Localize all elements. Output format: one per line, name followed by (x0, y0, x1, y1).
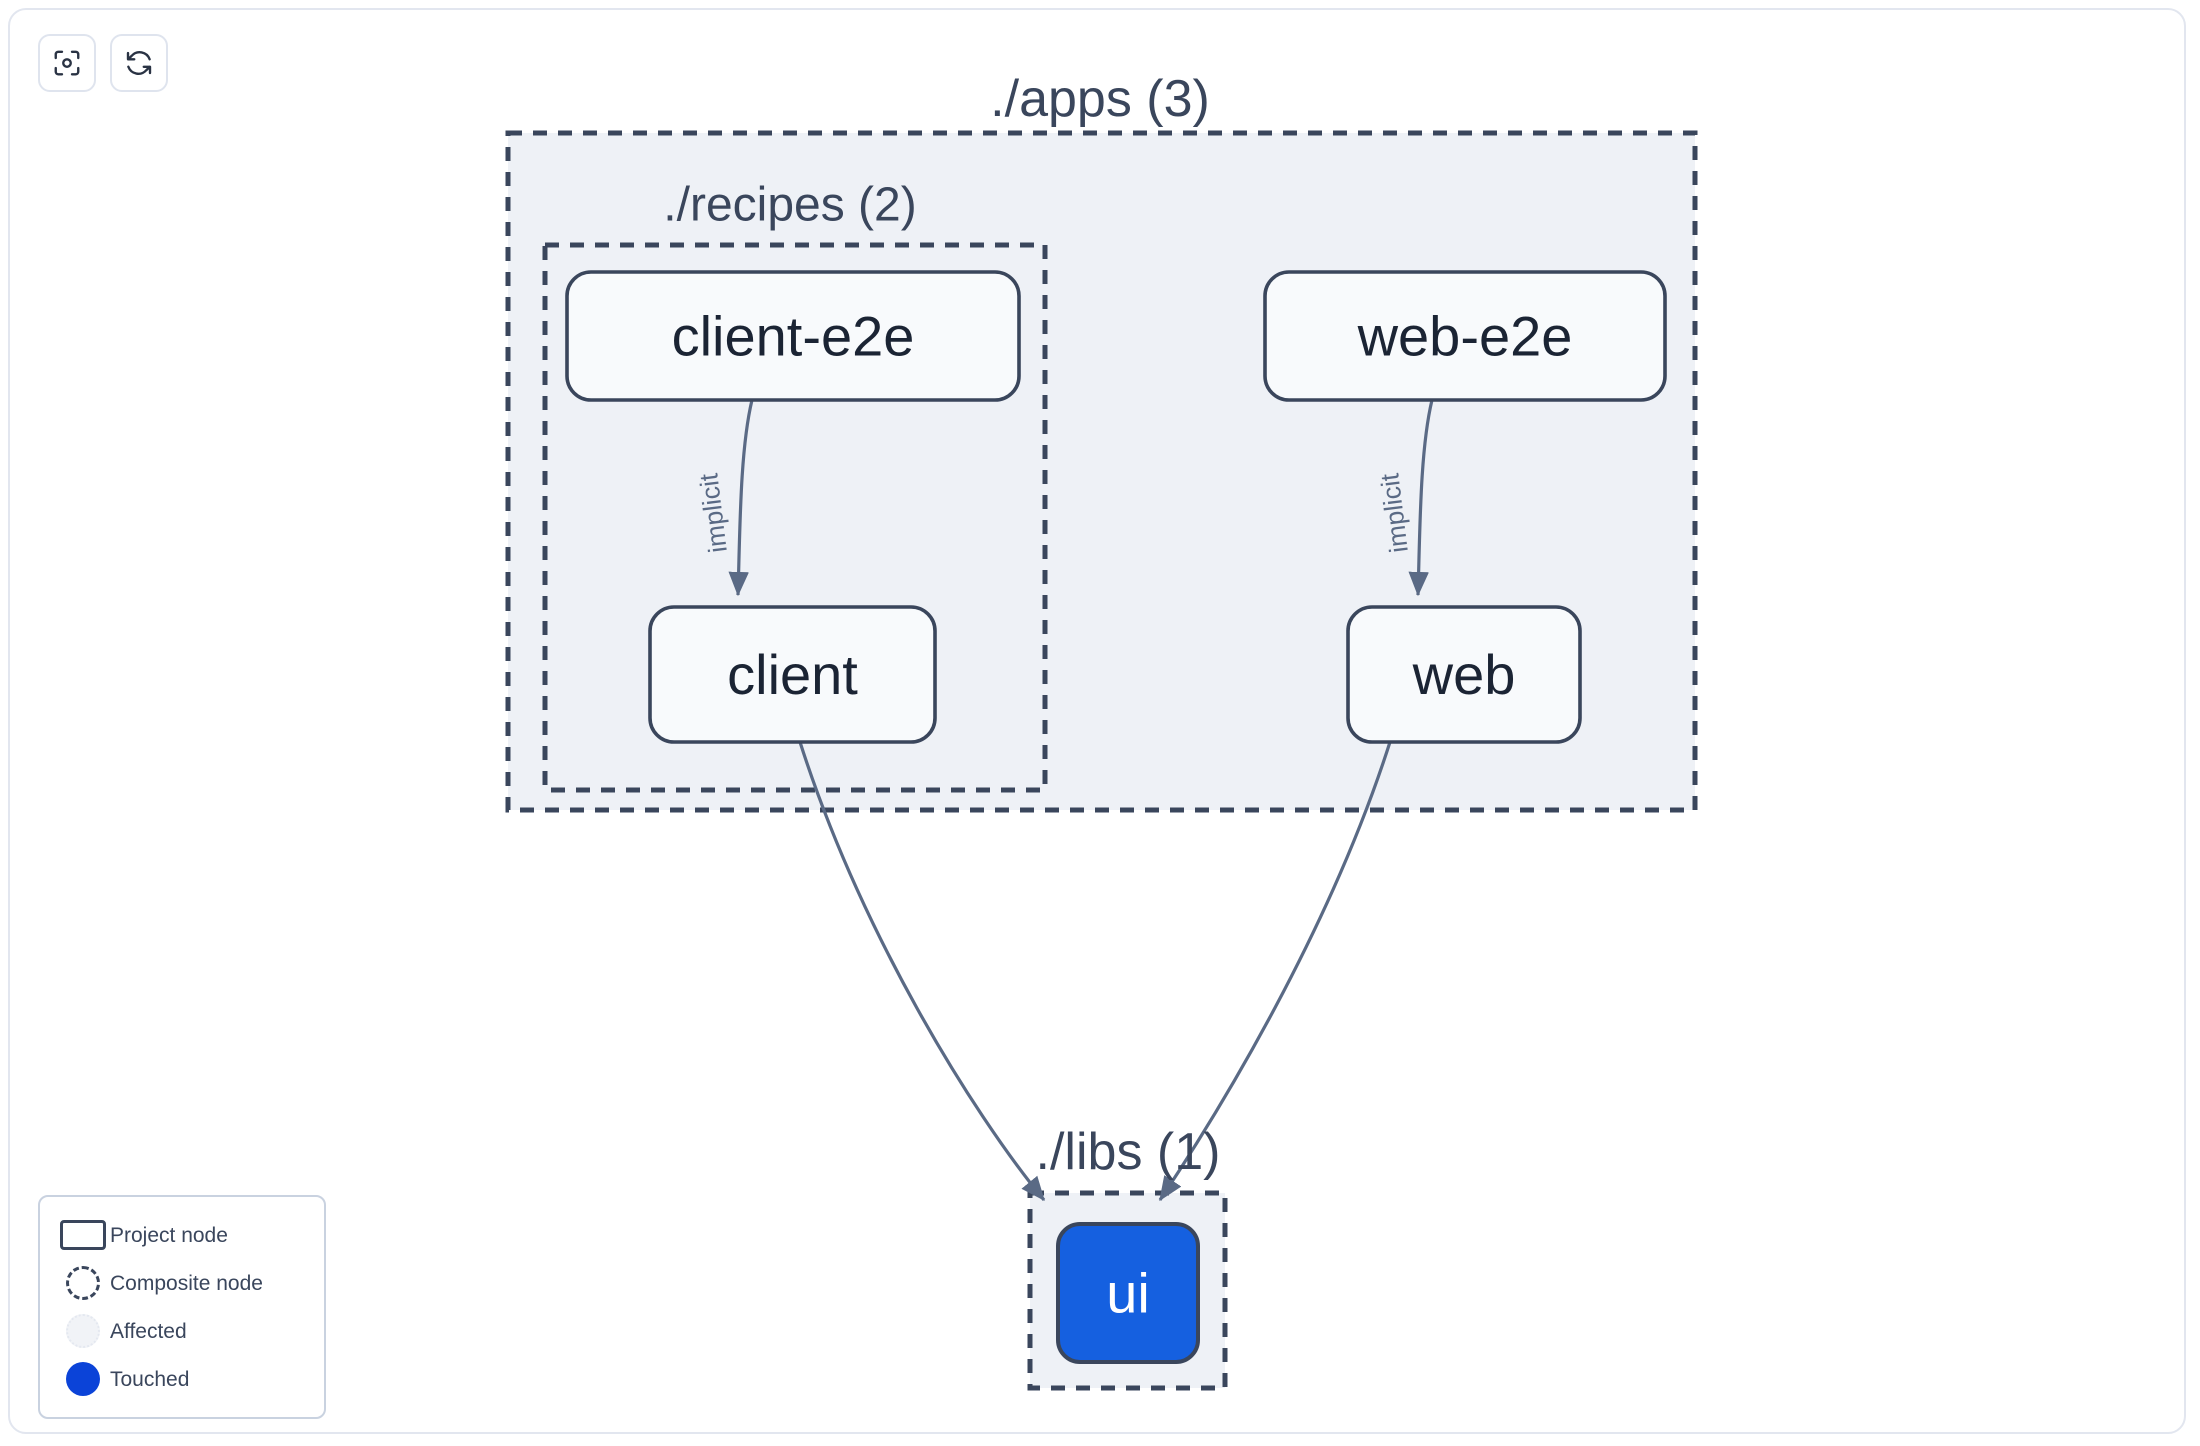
legend-label-touched: Touched (110, 1367, 190, 1391)
node-label-ui: ui (1106, 1262, 1150, 1325)
affected-swatch-icon (56, 1311, 110, 1351)
node-label-client-e2e: client-e2e (672, 305, 915, 368)
graph-toolbar (38, 34, 168, 92)
node-label-web-e2e: web-e2e (1357, 305, 1573, 368)
group-label-apps: ./apps (3) (990, 70, 1210, 128)
composite-node-swatch-icon (56, 1263, 110, 1303)
graph-legend: Project node Composite node Affected Tou… (38, 1195, 326, 1419)
refresh-icon (124, 48, 154, 78)
group-labels-layer: ./apps (3) ./recipes (2) ./libs (1) (663, 70, 1220, 1181)
legend-label-composite-node: Composite node (110, 1271, 263, 1295)
project-node-swatch-icon (56, 1215, 110, 1255)
edge-client-e2e-to-client[interactable] (728, 399, 754, 597)
node-box-client (648, 605, 937, 744)
touched-swatch-icon (56, 1359, 110, 1399)
node-ui[interactable]: ui (1056, 1222, 1200, 1364)
node-client-e2e[interactable]: client-e2e (565, 270, 1021, 402)
node-label-client: client (727, 643, 858, 706)
focus-scan-icon (52, 48, 82, 78)
nodes-layer: client-e2e web-e2e client web ui (565, 270, 1667, 1364)
edge-web-to-ui[interactable] (1158, 741, 1392, 1202)
group-label-libs: ./libs (1) (1036, 1123, 1221, 1181)
refresh-graph-button[interactable] (110, 34, 168, 92)
legend-item-composite-node: Composite node (56, 1259, 308, 1307)
group-label-recipes: ./recipes (2) (663, 179, 916, 232)
node-box-web (1346, 605, 1582, 744)
legend-label-project-node: Project node (110, 1223, 228, 1247)
node-box-ui (1056, 1222, 1200, 1364)
legend-item-touched: Touched (56, 1355, 308, 1403)
edge-web-e2e-to-web[interactable] (1408, 399, 1434, 597)
legend-item-project-node: Project node (56, 1211, 308, 1259)
legend-label-affected: Affected (110, 1319, 187, 1343)
edge-client-to-ui[interactable] (798, 741, 1046, 1202)
focus-graph-button[interactable] (38, 34, 96, 92)
node-web-e2e[interactable]: web-e2e (1263, 270, 1667, 402)
legend-item-affected: Affected (56, 1307, 308, 1355)
node-label-web: web (1412, 643, 1516, 706)
node-box-client-e2e (565, 270, 1021, 402)
node-client[interactable]: client (648, 605, 937, 744)
node-box-web-e2e (1263, 270, 1667, 402)
node-web[interactable]: web (1346, 605, 1582, 744)
